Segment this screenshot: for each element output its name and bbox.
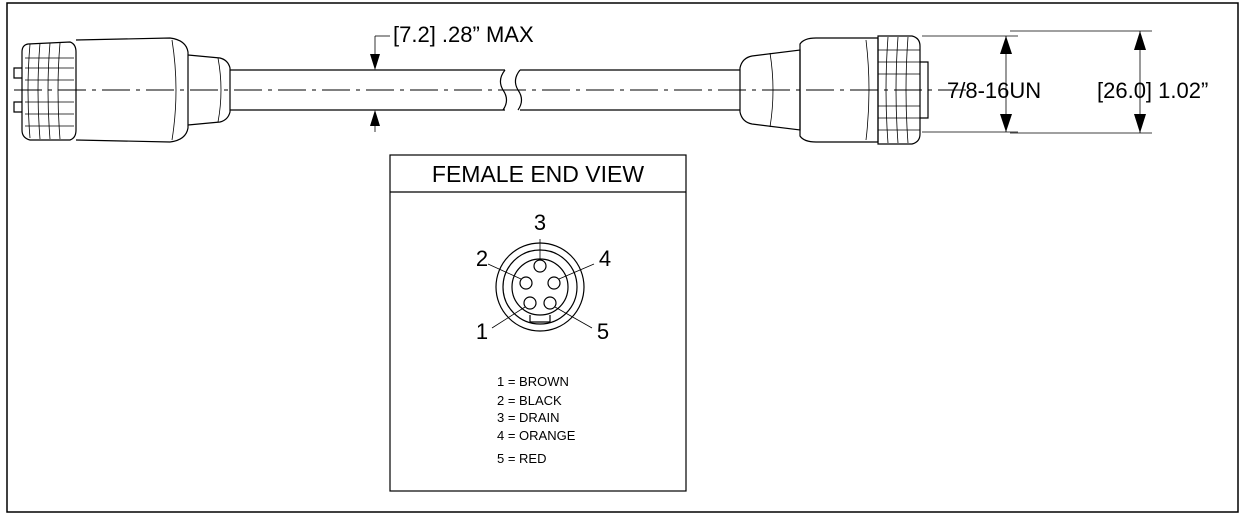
pin-label-1: 1 xyxy=(476,319,488,344)
legend-item-1: 1 = BROWN xyxy=(497,374,569,389)
legend-item-5: 5 = RED xyxy=(497,451,547,466)
pin-hole-4 xyxy=(547,276,561,290)
cable xyxy=(230,69,740,111)
end-view-box xyxy=(389,154,687,492)
drawing-frame xyxy=(6,2,1239,513)
pin-label-5: 5 xyxy=(597,319,609,344)
thread-label: 7/8-16UN xyxy=(947,78,1041,103)
pin-label-2: 2 xyxy=(476,246,488,271)
length-label: [26.0] 1.02” xyxy=(1097,78,1208,103)
diameter-label: [7.2] .28” MAX xyxy=(393,22,534,47)
pin-leaders xyxy=(487,239,595,329)
pin-hole-1 xyxy=(523,296,537,310)
length-dimension xyxy=(1010,30,1152,134)
legend-item-3: 3 = DRAIN xyxy=(497,410,560,425)
pin-hole-5 xyxy=(543,296,557,310)
thread-dimension xyxy=(922,35,1018,133)
diameter-dimension xyxy=(370,35,390,132)
pin-label-3: 3 xyxy=(534,210,546,235)
legend-item-4: 4 = ORANGE xyxy=(497,428,576,443)
pin-hole-2 xyxy=(519,276,533,290)
end-view-title: FEMALE END VIEW xyxy=(432,161,644,187)
legend-item-2: 2 = BLACK xyxy=(497,393,562,408)
wire-color-legend: 1 = BROWN 2 = BLACK 3 = DRAIN 4 = ORANGE… xyxy=(497,374,576,466)
left-connector xyxy=(13,37,231,143)
pin-label-4: 4 xyxy=(599,246,611,271)
pin-hole-3 xyxy=(533,259,547,273)
